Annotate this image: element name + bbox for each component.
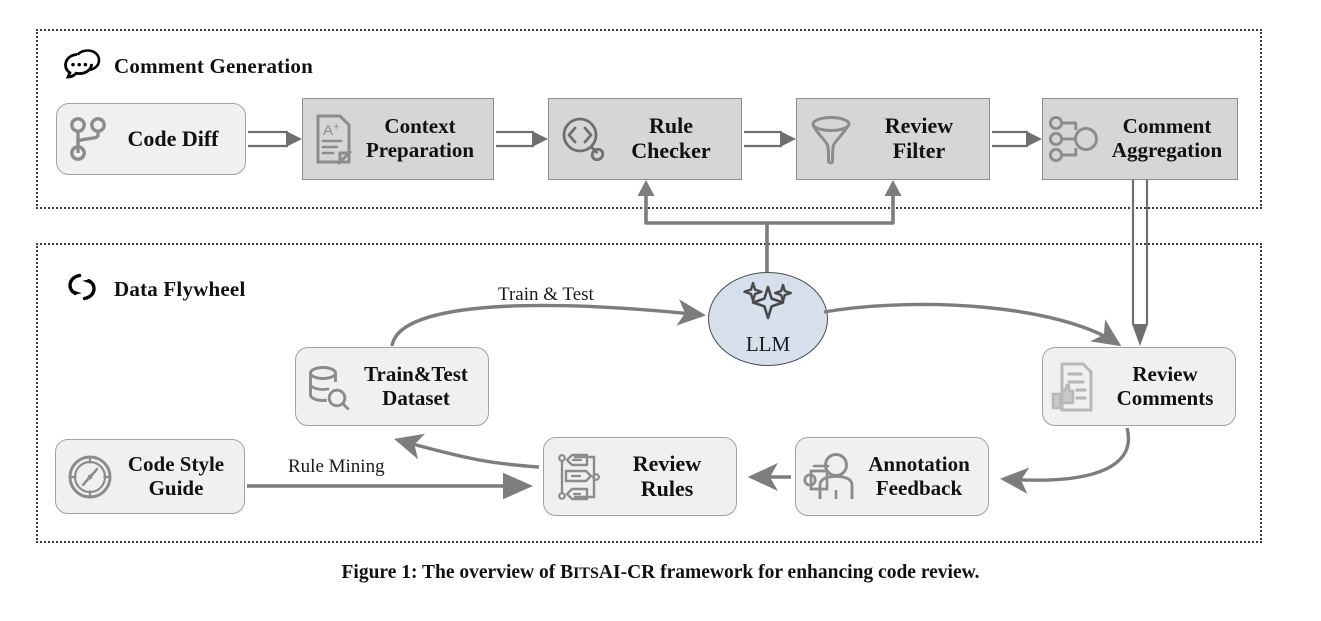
aggregation-nodes-icon — [1047, 110, 1103, 168]
node-annotation-feedback[interactable]: Annotation Feedback — [795, 437, 989, 516]
node-review-filter[interactable]: Review Filter — [796, 98, 990, 180]
node-llm[interactable]: LLM — [708, 272, 828, 366]
node-train-test-dataset[interactable]: Train&Test Dataset — [295, 347, 489, 426]
compass-icon — [64, 451, 116, 503]
document-thumbsup-icon — [1049, 359, 1101, 415]
sparkles-icon — [733, 281, 803, 336]
node-rule-checker[interactable]: Rule Checker — [548, 98, 742, 180]
git-branch-icon — [65, 113, 111, 165]
caption-part-1: Figure 1: The overview of B — [341, 562, 574, 583]
node-label: Code Diff — [127, 125, 219, 151]
node-label: Annotation Feedback — [868, 451, 970, 500]
svg-text:+: + — [333, 121, 339, 133]
node-label: Comment Aggregation — [1111, 114, 1223, 162]
node-context-preparation[interactable]: A + Context Preparation — [302, 98, 494, 180]
cycle-arrows-icon — [62, 268, 102, 311]
node-label: Review Comments — [1116, 361, 1214, 410]
svg-text:A: A — [323, 122, 333, 139]
rule-mining-edge-label: Rule Mining — [288, 456, 385, 477]
node-review-rules[interactable]: Review Rules — [543, 437, 737, 516]
node-code-diff[interactable]: Code Diff — [56, 103, 246, 175]
panel-title-data-flywheel: Data Flywheel — [62, 268, 246, 311]
document-aplus-icon: A + — [311, 111, 355, 167]
caption-smallcaps: ITS — [573, 565, 599, 582]
panel-title-comment-generation: Comment Generation — [62, 46, 313, 87]
database-search-icon — [304, 360, 352, 414]
node-label: Review Filter — [884, 113, 954, 163]
node-label: LLM — [745, 332, 791, 356]
node-label: Rule Checker — [631, 113, 711, 163]
node-review-comments[interactable]: Review Comments — [1042, 347, 1236, 426]
panel-title-label: Data Flywheel — [114, 277, 246, 301]
node-label: Context Preparation — [365, 114, 475, 162]
code-magnifier-icon — [557, 111, 609, 167]
node-label: Train&Test Dataset — [364, 361, 468, 410]
train-test-edge-label: Train & Test — [498, 284, 594, 305]
panel-title-label: Comment Generation — [114, 54, 313, 78]
caption-part-2: AI-CR framework for enhancing code revie… — [598, 562, 980, 583]
rules-flow-icon — [552, 449, 606, 505]
node-label: Code Style Guide — [127, 451, 225, 500]
person-annotate-icon — [802, 449, 856, 505]
figure-caption: Figure 1: The overview of BITSAI-CR fram… — [0, 562, 1321, 584]
funnel-icon — [805, 110, 857, 168]
node-code-style-guide[interactable]: Code Style Guide — [55, 439, 245, 514]
node-label: Review Rules — [632, 450, 702, 501]
speech-bubbles-icon — [62, 46, 102, 87]
node-comment-aggregation[interactable]: Comment Aggregation — [1042, 98, 1238, 180]
